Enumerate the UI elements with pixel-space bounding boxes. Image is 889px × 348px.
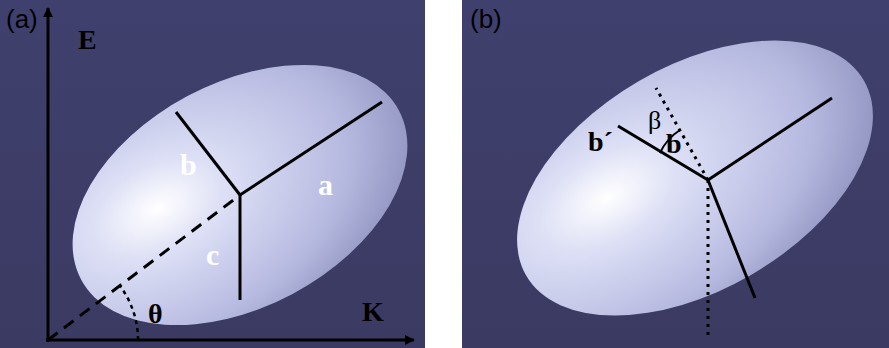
angle-label: β	[648, 108, 661, 134]
angle-label: θ	[148, 300, 163, 328]
axis-label: b	[180, 150, 197, 180]
panel-letter: (b)	[470, 6, 502, 32]
axis-label: b	[666, 130, 682, 158]
ellipsoid	[28, 12, 451, 348]
axis-label: b´	[588, 128, 613, 156]
axis-label: K	[362, 298, 384, 326]
ellipsoid	[470, 0, 889, 348]
axis-label: E	[78, 26, 97, 54]
panel-letter: (a)	[6, 6, 38, 32]
axis-label: a	[318, 170, 333, 200]
axis-label: c	[206, 240, 219, 270]
